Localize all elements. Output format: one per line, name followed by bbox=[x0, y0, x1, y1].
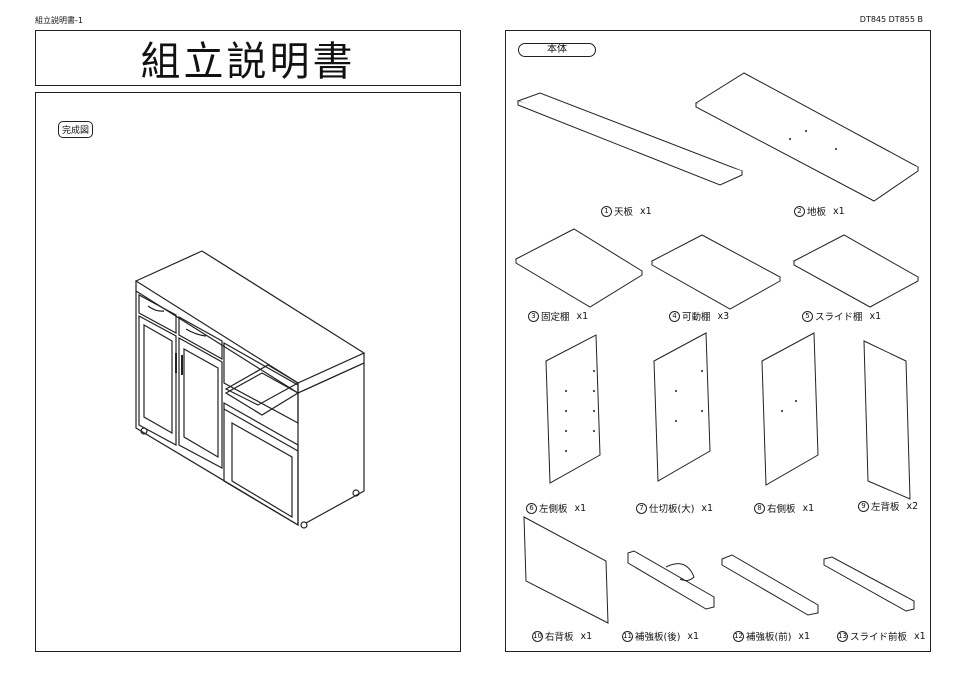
part-qty: x1 bbox=[833, 205, 845, 217]
part-label: 5 スライド棚 x1 bbox=[802, 309, 881, 323]
part-name: 右背板 bbox=[545, 632, 574, 643]
section-tag-body: 本体 bbox=[518, 43, 596, 57]
part-name: 右側板 bbox=[767, 504, 796, 515]
part-number: 7 bbox=[636, 502, 647, 514]
part-label: 13 スライド前板 x1 bbox=[837, 629, 926, 643]
part-label: 7 仕切板(大) x1 bbox=[636, 501, 713, 515]
part-qty: x1 bbox=[576, 310, 589, 322]
part-name: 左側板 bbox=[539, 504, 568, 515]
part-qty: x1 bbox=[687, 630, 700, 642]
page-title: 組立説明書 bbox=[140, 39, 356, 85]
part-label: 6 左側板 x1 bbox=[526, 501, 586, 515]
part-qty: x1 bbox=[802, 502, 815, 514]
part-7-partition bbox=[653, 332, 711, 482]
parts-list-panel: 本体 1 天板 x1 2 地板 x1 3 固定棚 x1 4 可動棚 x3 5 ス… bbox=[505, 30, 931, 652]
parts-illustrations bbox=[514, 72, 920, 624]
part-10-right-back bbox=[523, 516, 609, 624]
title-box: 組立説明書 bbox=[35, 30, 461, 86]
part-8-right-side bbox=[761, 332, 819, 486]
completed-drawing-tag: 完成図 bbox=[58, 121, 94, 138]
part-name: 左背板 bbox=[871, 502, 900, 513]
part-qty: x1 bbox=[640, 205, 652, 217]
part-label: 4 可動棚 x3 bbox=[669, 309, 729, 323]
part-number: 3 bbox=[528, 310, 539, 322]
part-number: 5 bbox=[802, 310, 813, 322]
part-name: スライド前板 bbox=[850, 632, 908, 643]
completed-drawing-panel: 完成図 bbox=[35, 92, 461, 652]
part-number: 8 bbox=[754, 502, 765, 514]
part-number: 1 bbox=[601, 205, 612, 217]
part-qty: x1 bbox=[869, 310, 882, 322]
part-11-reinforcement-rear bbox=[627, 550, 715, 610]
part-qty: x1 bbox=[798, 630, 811, 642]
part-label: 9 左背板 x2 bbox=[858, 499, 918, 513]
part-name: 固定棚 bbox=[541, 312, 570, 323]
part-13-slide-front bbox=[823, 556, 915, 612]
page-header-left: 組立説明書-1 bbox=[35, 16, 83, 25]
part-qty: x1 bbox=[574, 502, 587, 514]
part-label: 12 補強板(前) x1 bbox=[733, 629, 810, 643]
part-number: 11 bbox=[622, 630, 633, 642]
part-name: 補強板(後) bbox=[635, 632, 681, 643]
completed-cabinet-illustration bbox=[134, 250, 366, 529]
part-name: 仕切板(大) bbox=[649, 504, 695, 515]
part-label: 1 天板 x1 bbox=[601, 204, 652, 218]
part-name: 可動棚 bbox=[682, 312, 711, 323]
part-number: 6 bbox=[526, 502, 537, 514]
part-label: 3 固定棚 x1 bbox=[528, 309, 588, 323]
part-qty: x1 bbox=[580, 630, 593, 642]
page-header-right: DT845 DT855 B bbox=[859, 15, 923, 24]
part-number: 13 bbox=[837, 630, 848, 642]
part-name: 補強板(前) bbox=[746, 632, 792, 643]
part-number: 12 bbox=[733, 630, 744, 642]
part-name: 天板 bbox=[614, 207, 634, 218]
part-label: 2 地板 x1 bbox=[794, 204, 845, 218]
part-number: 9 bbox=[858, 500, 869, 512]
part-name: スライド棚 bbox=[815, 312, 863, 323]
part-9-left-back bbox=[863, 340, 911, 500]
part-label: 10 右背板 x1 bbox=[532, 629, 592, 643]
part-label: 8 右側板 x1 bbox=[754, 501, 814, 515]
part-name: 地板 bbox=[807, 207, 827, 218]
part-label: 11 補強板(後) x1 bbox=[622, 629, 699, 643]
part-number: 10 bbox=[532, 630, 543, 642]
part-qty: x1 bbox=[701, 502, 714, 514]
part-number: 4 bbox=[669, 310, 680, 322]
part-qty: x2 bbox=[906, 500, 919, 512]
part-12-reinforcement-front bbox=[721, 554, 819, 616]
part-6-left-side bbox=[545, 334, 601, 484]
part-number: 2 bbox=[794, 205, 805, 217]
part-qty: x3 bbox=[717, 310, 730, 322]
part-qty: x1 bbox=[914, 630, 926, 642]
